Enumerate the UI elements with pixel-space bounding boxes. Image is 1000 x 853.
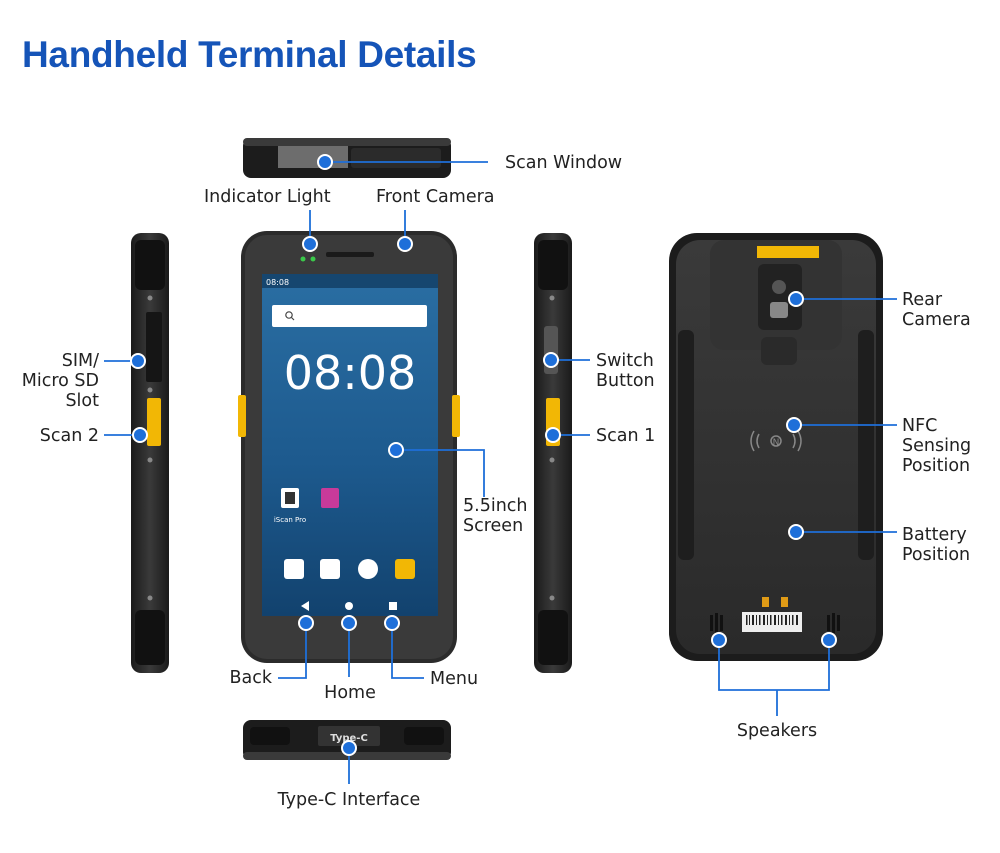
scan-window-rear [761, 337, 797, 365]
right-side-view [534, 233, 572, 673]
camera-app-icon [395, 559, 415, 579]
earpiece [326, 252, 374, 257]
left-side-view [131, 233, 169, 673]
top-view [243, 138, 451, 178]
label-back: Back [229, 668, 273, 688]
label-indicator-light: Indicator Light [204, 187, 331, 207]
back-view: N [669, 233, 883, 661]
label-scan-window: Scan Window [505, 153, 623, 173]
messages-app-icon [320, 559, 340, 579]
callout-lines [104, 161, 897, 784]
app-label: iScan Pro [274, 516, 306, 524]
search-icon [285, 311, 293, 319]
rear-label-sticker [757, 246, 819, 258]
phone-app-icon [284, 559, 304, 579]
menu-icon [389, 602, 397, 610]
label-sim-slot: SIM/ Micro SD Slot [21, 351, 99, 411]
rear-camera-module [758, 264, 802, 330]
nfc-icon [770, 435, 782, 447]
label-nfc-position: NFC Sensing Position [902, 416, 972, 476]
pogo-pin [781, 597, 788, 607]
type-c-port-label: Type-C [330, 733, 368, 744]
scan-window-glass [278, 146, 348, 168]
label-scan-1: Scan 1 [596, 426, 656, 446]
search-bar [272, 305, 427, 327]
label-home: Home [324, 683, 376, 703]
speaker-grille-right [827, 613, 840, 633]
screen-clock: 08:08 [284, 346, 417, 400]
label-rear-camera: Rear Camera [902, 290, 971, 330]
home-icon [345, 602, 353, 610]
label-front-camera: Front Camera [376, 187, 495, 207]
speaker-grille-left [710, 613, 723, 633]
scan-2-key [147, 398, 161, 446]
label-scan-2: Scan 2 [39, 426, 99, 446]
svg-text:N: N [773, 438, 780, 448]
label-speakers: Speakers [736, 721, 818, 741]
front-view: 08:08 08:08 iScan Pro [238, 231, 460, 663]
page-title: Handheld Terminal Details [22, 34, 477, 75]
label-menu: Menu [430, 669, 479, 689]
label-screen: 5.5inch Screen [463, 496, 528, 536]
browser-app-icon [358, 559, 378, 579]
label-battery-position: Battery Position [902, 525, 971, 565]
label-type-c-interface: Type-C Interface [277, 790, 421, 810]
pogo-pin [762, 597, 769, 607]
callout-markers [130, 154, 837, 756]
gallery-app-icon [321, 488, 339, 508]
label-switch-button: Switch Button [596, 351, 655, 391]
status-time: 08:08 [266, 278, 289, 287]
bottom-view: Type-C [243, 720, 451, 760]
back-icon [301, 601, 309, 611]
sim-slot-cover [146, 312, 162, 382]
